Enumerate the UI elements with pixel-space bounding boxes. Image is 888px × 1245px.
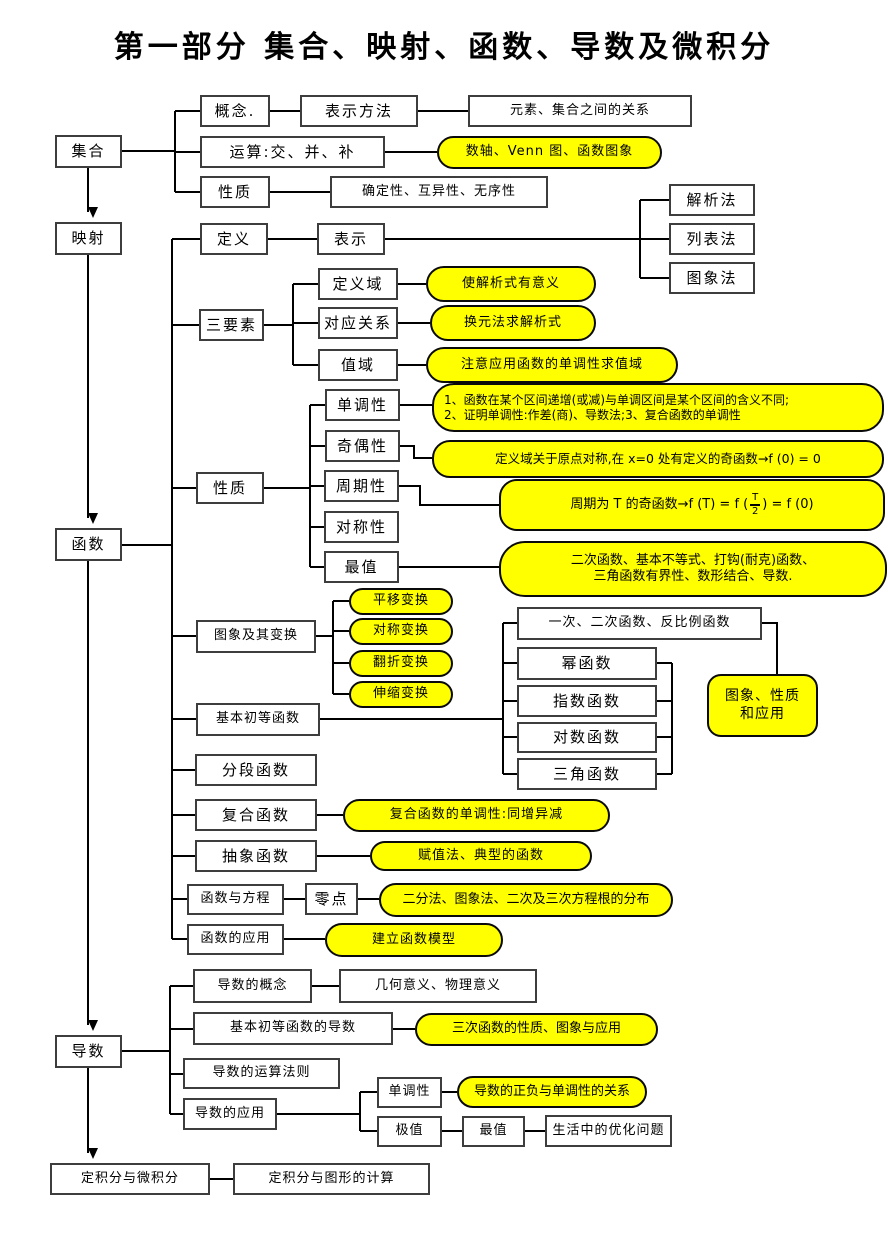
node-func-representation: 表示 [317,223,385,255]
node-piecewise: 分段函数 [195,754,317,786]
node-derivative-extremum: 极值 [377,1116,442,1147]
node-derivative-rules: 导数的运算法则 [183,1058,340,1089]
node-sets-prop-detail: 确定性、互异性、无序性 [330,176,548,208]
node-sets-properties: 性质 [200,176,270,208]
node-integral-note: 定积分与图形的计算 [233,1163,430,1195]
node-zero-point: 零点 [305,883,358,915]
node-monotonicity: 单调性 [325,389,400,421]
node-derivative-concept-note: 几何意义、物理意义 [339,969,537,1003]
note-sets-tools: 数轴、Venn 图、函数图象 [437,136,662,169]
note-graph-props-apps-line1: 图象、性质 [725,688,800,704]
node-linear-quadratic: 一次、二次函数、反比例函数 [517,607,762,640]
note-zero-point: 二分法、图象法、二次及三次方程根的分布 [379,883,673,917]
note-graph-props-apps-line2: 和应用 [740,705,785,722]
node-derivative: 导数 [55,1035,122,1068]
note-extreme-line1: 二次函数、基本不等式、打钩(耐克)函数、 [570,552,816,568]
note-monotonicity-line2: 2、证明单调性:作差(商)、导数法;3、复合函数的单调性 [444,407,741,422]
page-title: 第一部分 集合、映射、函数、导数及微积分 [113,30,775,65]
note-monotonicity-line1: 1、函数在某个区间递增(或减)与单调区间是某个区间的含义不同; [444,392,790,407]
note-periodicity-post: ) = f (0) [762,496,814,512]
node-function-equation: 函数与方程 [187,884,284,915]
node-sets-representation: 表示方法 [300,95,418,127]
node-exponential-function: 指数函数 [517,685,657,717]
note-abstract: 赋值法、典型的函数 [370,841,592,871]
node-parity: 奇偶性 [325,430,400,462]
node-func-definition: 定义 [200,223,268,255]
node-function: 函数 [55,528,122,561]
node-func-properties: 性质 [196,472,264,504]
note-basic-derivative: 三次函数的性质、图象与应用 [415,1013,658,1046]
node-derivative-max: 最值 [462,1116,525,1147]
node-extreme: 最值 [324,551,399,583]
node-correspondence: 对应关系 [318,307,398,339]
note-graph-props-apps: 图象、性质 和应用 [707,674,818,737]
node-logarithmic-function: 对数函数 [517,722,657,753]
note-parity: 定义域关于原点对称,在 x=0 处有定义的奇函数→f (0) = 0 [432,440,884,478]
note-function-application: 建立函数模型 [325,923,503,957]
note-range: 注意应用函数的单调性求值域 [426,347,678,383]
node-trigonometric-function: 三角函数 [517,758,657,790]
node-composite: 复合函数 [195,799,317,831]
node-abstract: 抽象函数 [195,840,317,872]
node-function-application: 函数的应用 [187,924,284,955]
node-power-function: 幂函数 [517,647,657,680]
note-extreme: 二次函数、基本不等式、打钩(耐克)函数、 三角函数有界性、数形结合、导数. [499,541,887,597]
node-sets-relation: 元素、集合之间的关系 [468,95,692,127]
node-mapping: 映射 [55,222,122,255]
node-graph-transforms: 图象及其变换 [196,620,316,653]
node-method-table: 列表法 [669,223,755,255]
note-symmetric-transform: 对称变换 [349,618,453,645]
node-sets: 集合 [55,135,122,168]
node-range: 值域 [318,349,398,381]
node-symmetry: 对称性 [324,511,399,543]
node-periodicity: 周期性 [324,470,399,502]
note-monotonicity: 1、函数在某个区间递增(或减)与单调区间是某个区间的含义不同; 2、证明单调性:… [432,383,884,432]
node-derivative-monotonicity: 单调性 [377,1077,442,1108]
note-translate-transform: 平移变换 [349,588,453,615]
note-domain: 使解析式有意义 [426,266,596,302]
note-correspondence: 换元法求解析式 [430,305,596,341]
node-integral: 定积分与微积分 [50,1163,210,1195]
note-periodicity-pre: 周期为 T 的奇函数→f (T) = f ( [570,496,749,512]
node-derivative-application: 导数的应用 [183,1098,277,1130]
node-domain: 定义域 [318,268,398,300]
node-basic-derivative: 基本初等函数的导数 [193,1012,393,1045]
node-sets-operations: 运算:交、并、补 [200,136,385,168]
note-scale-transform: 伸缩变换 [349,681,453,708]
note-derivative-monotonicity: 导数的正负与单调性的关系 [457,1076,647,1108]
node-three-elements: 三要素 [199,309,264,341]
note-fold-transform: 翻折变换 [349,650,453,677]
node-basic-elementary: 基本初等函数 [196,703,320,736]
node-method-graph: 图象法 [669,262,755,294]
note-extreme-line2: 三角函数有界性、数形结合、导数. [593,569,793,584]
note-composite: 复合函数的单调性:同增异减 [343,799,610,832]
node-derivative-concept: 导数的概念 [193,969,312,1003]
node-method-analytic: 解析法 [669,184,755,216]
node-sets-concept: 概念. [200,95,270,127]
node-optimization: 生活中的优化问题 [545,1115,672,1147]
